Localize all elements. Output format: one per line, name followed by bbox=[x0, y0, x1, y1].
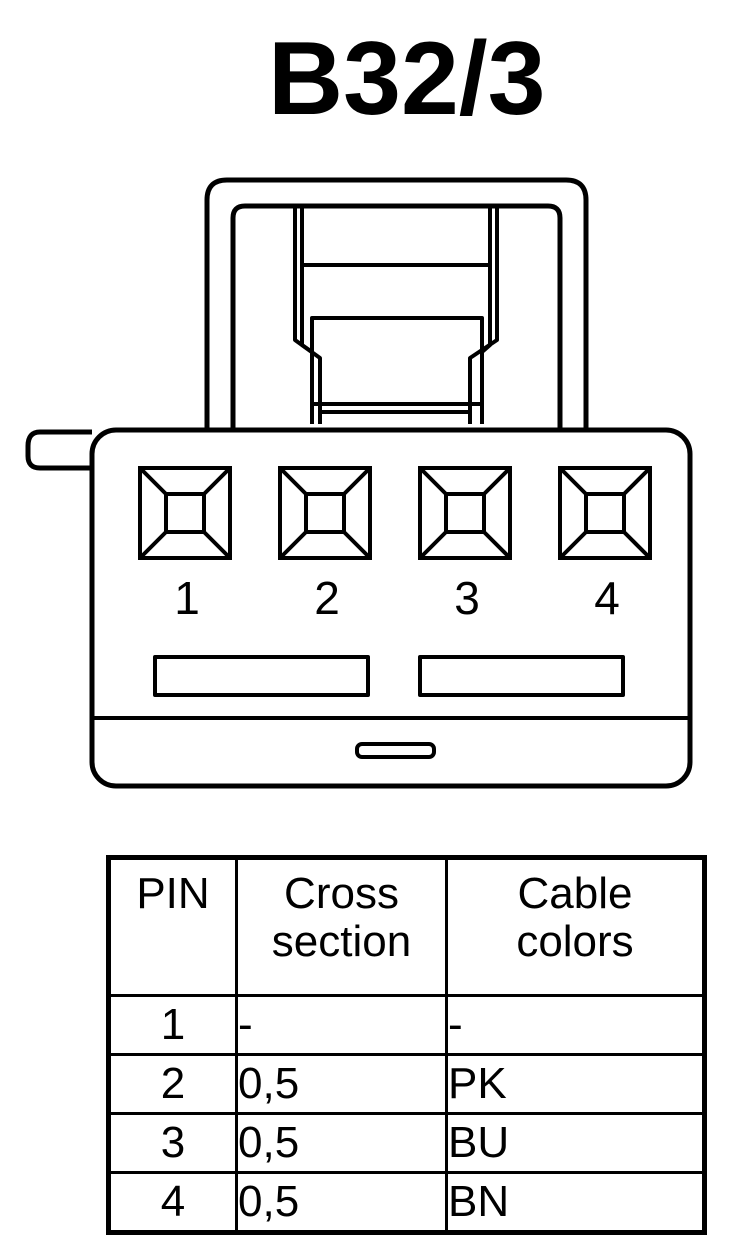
latch-frame-inner bbox=[230, 203, 563, 432]
table-row: 2 0,5 PK bbox=[107, 1053, 706, 1115]
connector-title: B32/3 bbox=[268, 21, 546, 137]
side-tab bbox=[25, 429, 92, 471]
cell-cross-section: 0,5 bbox=[235, 1171, 448, 1234]
table-row: 3 0,5 BU bbox=[107, 1112, 706, 1174]
table-row: 4 0,5 BN bbox=[107, 1171, 706, 1234]
pin-number-label: 2 bbox=[314, 572, 340, 624]
cell-cable-color: BN bbox=[445, 1171, 706, 1234]
pin-cavity-2 bbox=[278, 466, 372, 560]
cell-pin: 4 bbox=[107, 1171, 238, 1234]
pin-cavity-1 bbox=[138, 466, 232, 560]
lower-slot-left bbox=[153, 655, 370, 697]
pin-number-label: 3 bbox=[454, 572, 480, 624]
cell-cross-section: - bbox=[235, 994, 448, 1056]
pin-cavity-4 bbox=[558, 466, 652, 560]
cell-cable-color: PK bbox=[445, 1053, 706, 1115]
housing-key-slot bbox=[355, 742, 436, 759]
pin-table: PIN Cross section Cable colors 1 - - 2 0… bbox=[106, 855, 707, 1235]
pin-number-label: 4 bbox=[594, 572, 620, 624]
pin-number-label: 1 bbox=[174, 572, 200, 624]
cell-cross-section: 0,5 bbox=[235, 1053, 448, 1115]
lower-slot-right bbox=[418, 655, 625, 697]
cell-cable-color: - bbox=[445, 994, 706, 1056]
table-row: 1 - - bbox=[107, 994, 706, 1056]
cell-cross-section: 0,5 bbox=[235, 1112, 448, 1174]
table-header-row: PIN Cross section Cable colors bbox=[107, 856, 706, 997]
header-pin: PIN bbox=[107, 856, 238, 997]
latch-frame-outer bbox=[204, 177, 589, 432]
connector-diagram: 1 2 3 4 bbox=[25, 177, 693, 789]
title-area: B32/3 bbox=[0, 0, 752, 140]
pin-cavity-3 bbox=[418, 466, 512, 560]
cell-pin: 3 bbox=[107, 1112, 238, 1174]
cell-pin: 1 bbox=[107, 994, 238, 1056]
latch-tongue bbox=[293, 206, 499, 424]
latch-tongue-bar bbox=[310, 352, 484, 424]
cell-cable-color: BU bbox=[445, 1112, 706, 1174]
latch-tongue-inner bbox=[300, 265, 492, 354]
header-cross-section: Cross section bbox=[235, 856, 448, 997]
cell-pin: 2 bbox=[107, 1053, 238, 1115]
header-cable-colors: Cable colors bbox=[445, 856, 706, 997]
